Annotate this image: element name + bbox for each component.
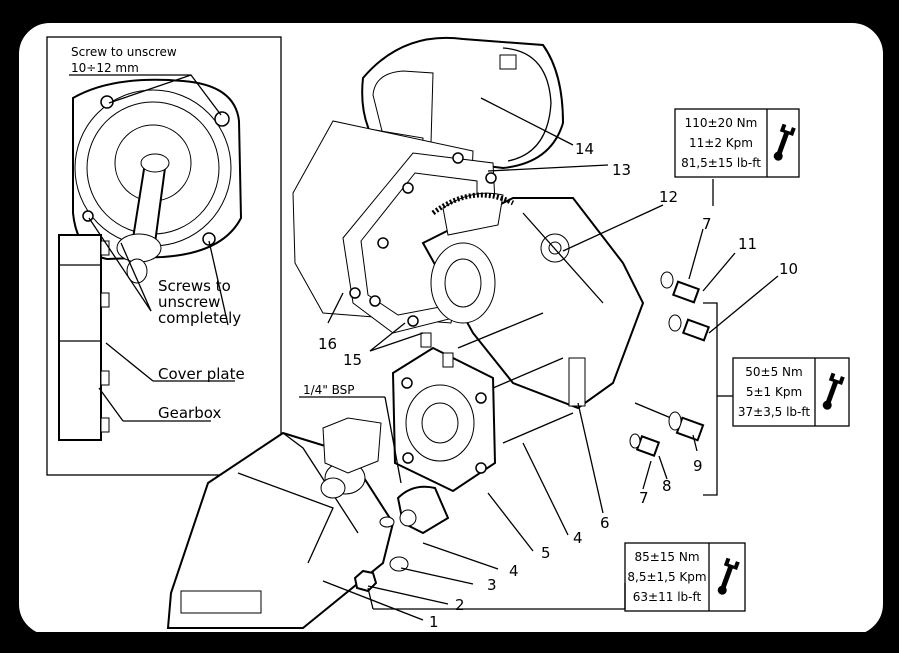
callout-11: 11 xyxy=(738,235,757,253)
torque-value: 63±11 lb-ft xyxy=(633,590,702,604)
inset-gearbox-label: Gearbox xyxy=(158,404,221,422)
torque-value: 50±5 Nm xyxy=(745,365,802,379)
callout-12: 12 xyxy=(659,188,678,206)
callout-4: 4 xyxy=(509,562,519,580)
inset-screws-label: completely xyxy=(158,309,241,327)
cover-screw-hole xyxy=(214,111,230,127)
wrench-icon xyxy=(822,372,845,410)
callout-numbers: 1 2 3 4 4 5 6 7 7 8 9 10 11 12 13 14 15 … xyxy=(318,140,798,631)
hydraulic-pump xyxy=(166,431,450,629)
inset-screws-label: unscrew xyxy=(158,293,220,311)
callout-14: 14 xyxy=(575,140,594,158)
gearbox-side-drawing xyxy=(58,234,110,441)
torque-value: 37±3,5 lb-ft xyxy=(738,405,811,419)
callout-7: 7 xyxy=(702,215,712,233)
torque-value: 110±20 Nm xyxy=(685,116,758,130)
callout-1: 1 xyxy=(429,613,439,631)
callout-15: 15 xyxy=(343,351,362,369)
pump-gasket xyxy=(322,417,382,474)
callout-5: 5 xyxy=(541,544,551,562)
inset-screw-label: Screw to unscrew xyxy=(71,45,177,59)
inset-cover-plate-label: Cover plate xyxy=(158,365,245,383)
torque-value: 11±2 Kpm xyxy=(689,136,753,150)
callout-10: 10 xyxy=(779,260,798,278)
cover-screw-hole xyxy=(202,232,216,246)
gear-teeth xyxy=(431,192,515,216)
inset-panel: Screw to unscrew 10÷12 mm Screws to unsc… xyxy=(46,36,282,476)
torque-box-50: 50±5 Nm 5±1 Kpm 37±3,5 lb-ft xyxy=(732,357,850,427)
callout-2: 2 xyxy=(455,596,465,614)
callout-6: 6 xyxy=(600,514,610,532)
bottom-black-band xyxy=(0,632,899,653)
cover-plate-drawing xyxy=(72,78,243,284)
callout-leaders xyxy=(299,97,779,621)
callout-9: 9 xyxy=(693,457,703,475)
torque-value: 85±15 Nm xyxy=(634,550,699,564)
inset-screw-size-label: 10÷12 mm xyxy=(71,61,139,75)
torque-value: 5±1 Kpm xyxy=(746,385,802,399)
inset-screws-label: Screws to xyxy=(158,277,231,295)
callout-3: 3 xyxy=(487,576,497,594)
torque-value: 81,5±15 lb-ft xyxy=(681,156,761,170)
callout-7: 7 xyxy=(639,489,649,507)
torque-value: 8,5±1,5 Kpm xyxy=(627,570,706,584)
wrench-icon xyxy=(773,123,796,161)
callout-8: 8 xyxy=(662,477,672,495)
torque-box-85: 85±15 Nm 8,5±1,5 Kpm 63±11 lb-ft xyxy=(624,542,746,612)
callout-13: 13 xyxy=(612,161,631,179)
bolts xyxy=(629,271,711,457)
studs xyxy=(420,312,574,444)
wrench-icon xyxy=(717,557,740,595)
bsp-label: 1/4" BSP xyxy=(303,383,355,397)
cover-screw-hole xyxy=(82,210,94,222)
torque-box-110: 110±20 Nm 11±2 Kpm 81,5±15 lb-ft xyxy=(674,108,800,178)
pump-flange xyxy=(391,346,497,493)
callout-16: 16 xyxy=(318,335,337,353)
callout-4: 4 xyxy=(573,529,583,547)
exploded-assembly-diagram: Screw to unscrew 10÷12 mm Screws to unsc… xyxy=(46,36,850,631)
diagram-frame: Screw to unscrew 10÷12 mm Screws to unsc… xyxy=(16,20,886,638)
